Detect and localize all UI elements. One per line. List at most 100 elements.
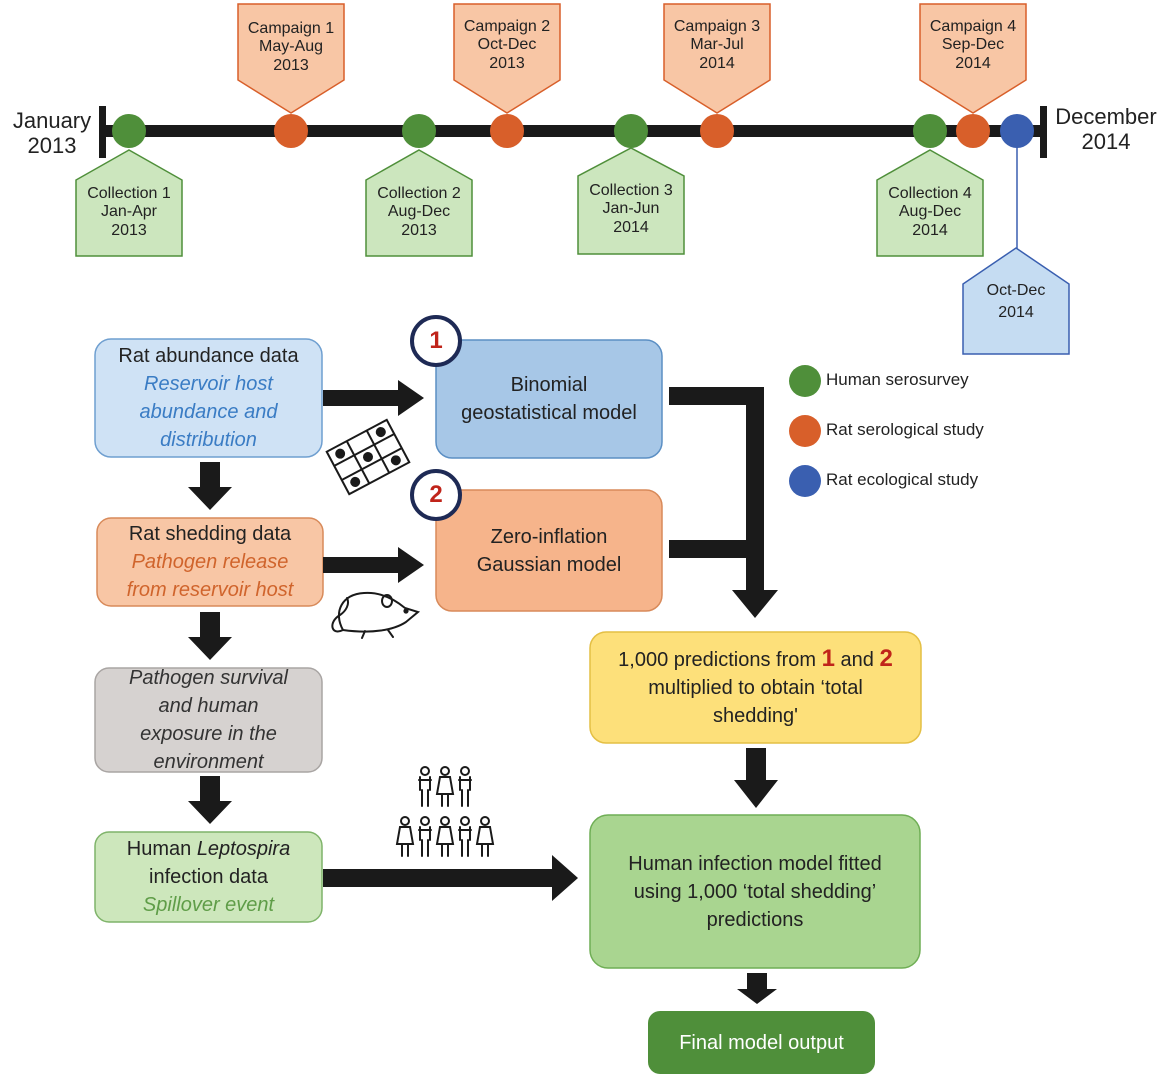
campaign-label-1: Campaign 1 May-Aug 2013 [238, 20, 344, 75]
arrow-models-merge [669, 387, 778, 618]
arrow-shedding-to-pathogen [188, 612, 232, 660]
timeline-bar [101, 125, 1046, 137]
zero-inflation-box-shape [435, 489, 663, 612]
timeline-end-year: 2014 [1081, 129, 1131, 155]
legend-dot-rat-eco [789, 465, 821, 497]
predictions-num-2: 2 [879, 645, 893, 672]
campaign-label-2: Campaign 2 Oct-Dec 2013 [454, 18, 560, 73]
marker-collection-1 [112, 114, 146, 148]
collection-4-months: Aug-Dec [898, 203, 962, 221]
human-infection-box: Human Leptospira infection data Spillove… [95, 832, 322, 922]
badge-1-label: 1 [429, 327, 443, 354]
zero-inflation-line-2: Gaussian model [476, 553, 622, 576]
marker-campaign-4 [956, 114, 990, 148]
human-infection-title-italic: Leptospira [196, 838, 291, 860]
rat-abundance-subtitle-3: distribution [160, 429, 257, 451]
campaign-1-year: 2013 [273, 56, 309, 74]
final-output-box-shape [648, 1011, 875, 1074]
ecological-months: Oct-Dec [986, 282, 1046, 299]
badge-1-shape [410, 315, 462, 367]
campaign-1-months: May-Aug [258, 38, 324, 56]
human-model-box-shape [589, 814, 921, 969]
collection-3-year: 2014 [613, 218, 649, 236]
pathogen-box: Pathogen survival and human exposure in … [95, 667, 322, 773]
collection-3-name: Collection 3 [589, 182, 673, 199]
human-infection-box-shape [94, 831, 323, 923]
timeline-start-month: January [12, 108, 92, 133]
zero-inflation-line-1: Zero-inflation [490, 525, 608, 548]
timeline-end-month: December [1055, 104, 1157, 129]
collection-1-months: Jan-Apr [100, 203, 158, 221]
campaign-1-name: Campaign 1 [247, 20, 335, 37]
human-model-line-1: Human infection model fitted [628, 852, 882, 875]
collection-callout-1 [75, 149, 183, 257]
human-infection-title-pre: Human [126, 838, 192, 860]
arrow-human-infection-to-model [323, 855, 578, 901]
rat-abundance-box-shape [94, 338, 323, 458]
predictions-pre: 1,000 predictions from [618, 649, 817, 671]
pathogen-line-2: and human [158, 695, 259, 717]
legend-label-human: Human serosurvey [826, 370, 969, 389]
human-model-line-3: predictions [706, 908, 804, 931]
arrow-pathogen-to-human [188, 776, 232, 824]
grid-sampling-icon [325, 418, 411, 496]
timeline-start-label: January 2013 [4, 108, 100, 159]
collection-4-year: 2014 [912, 221, 948, 239]
collection-4-name: Collection 4 [888, 185, 972, 202]
campaign-2-months: Oct-Dec [477, 36, 537, 54]
predictions-num-1: 1 [821, 645, 835, 672]
collection-callout-3 [577, 147, 685, 255]
campaign-3-months: Mar-Jul [690, 36, 744, 54]
predictions-box: 1,000 predictions from 1 and 2 multiplie… [590, 632, 921, 743]
marker-campaign-2 [490, 114, 524, 148]
marker-campaign-3 [700, 114, 734, 148]
ecological-year: 2014 [998, 303, 1034, 321]
campaign-4-year: 2014 [955, 54, 991, 72]
human-infection-subtitle: Spillover event [142, 894, 275, 916]
campaign-label-4: Campaign 4 Sep-Dec 2014 [920, 18, 1026, 73]
arrow-abundance-to-shedding [188, 462, 232, 510]
people-icon [395, 766, 495, 857]
marker-collection-2 [402, 114, 436, 148]
collection-callout-4 [876, 149, 984, 257]
campaign-callout-3 [663, 3, 771, 114]
rat-abundance-title: Rat abundance data [118, 345, 299, 367]
predictions-line-2: multiplied to obtain ‘total [648, 677, 863, 699]
timeline-start-cap [99, 106, 106, 158]
campaign-label-3: Campaign 3 Mar-Jul 2014 [664, 18, 770, 73]
ecological-callout [962, 247, 1070, 355]
predictions-line-1: 1,000 predictions from 1 and 2 [618, 645, 893, 674]
predictions-and: and [840, 649, 874, 671]
pathogen-line-3: exposure in the [140, 723, 277, 745]
marker-ecological [1000, 114, 1034, 148]
collection-label-3: Collection 3 Jan-Jun 2014 [578, 182, 684, 237]
collection-label-1: Collection 1 Jan-Apr 2013 [76, 185, 182, 240]
collection-3-months: Jan-Jun [602, 200, 660, 218]
pathogen-line-1: Pathogen survival [129, 667, 288, 689]
arrow-abundance-to-binomial [323, 380, 424, 416]
arrow-model-to-final [737, 973, 777, 1004]
rat-shedding-title: Rat shedding data [128, 523, 292, 545]
rat-shedding-subtitle-2: from reservoir host [126, 579, 294, 601]
collection-2-months: Aug-Dec [387, 203, 451, 221]
badge-2-shape [410, 469, 462, 521]
campaign-4-name: Campaign 4 [929, 18, 1017, 35]
marker-collection-4 [913, 114, 947, 148]
human-infection-title-2: infection data [149, 866, 268, 888]
human-model-box: Human infection model fitted using 1,000… [590, 815, 920, 968]
marker-campaign-1 [274, 114, 308, 148]
predictions-line-3: shedding' [713, 705, 798, 727]
collection-2-name: Collection 2 [377, 185, 461, 202]
campaign-3-name: Campaign 3 [673, 18, 761, 35]
pathogen-box-shape [94, 667, 323, 773]
campaign-2-name: Campaign 2 [463, 18, 551, 35]
campaign-3-year: 2014 [699, 54, 735, 72]
legend-dot-human [789, 365, 821, 397]
collection-callout-2 [365, 149, 473, 257]
binomial-line-1: Binomial [510, 374, 588, 396]
arrow-zero-inflation-join [669, 540, 754, 558]
pathogen-line-4: environment [153, 751, 264, 773]
campaign-callout-4 [919, 3, 1027, 114]
timeline-end-label: December 2014 [1046, 104, 1166, 155]
